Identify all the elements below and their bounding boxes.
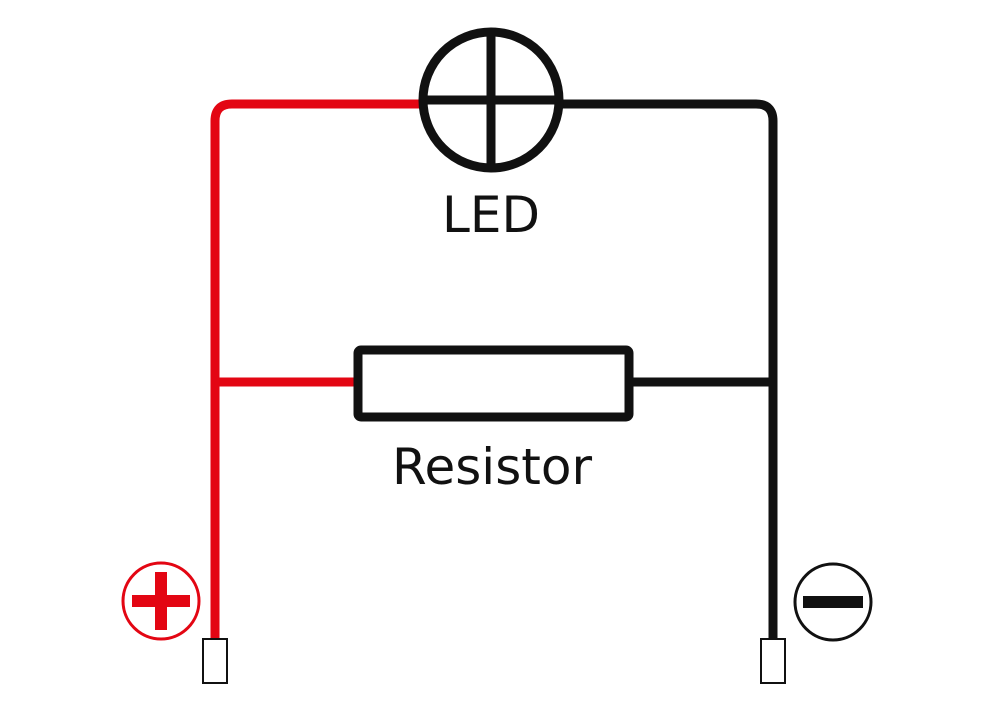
led-symbol (418, 27, 564, 173)
positive-wire-to-led (210, 99, 428, 645)
led-label: LED (442, 186, 540, 244)
resistor-label: Resistor (392, 438, 592, 496)
positive-terminal-pin (202, 638, 228, 684)
negative-wire (554, 99, 778, 645)
positive-wire (210, 99, 428, 645)
negative-terminal-pin (760, 638, 786, 684)
minus-icon (793, 562, 873, 642)
negative-wire-from-led (554, 99, 778, 645)
plus-icon (121, 561, 201, 641)
resistor-symbol (353, 345, 634, 422)
